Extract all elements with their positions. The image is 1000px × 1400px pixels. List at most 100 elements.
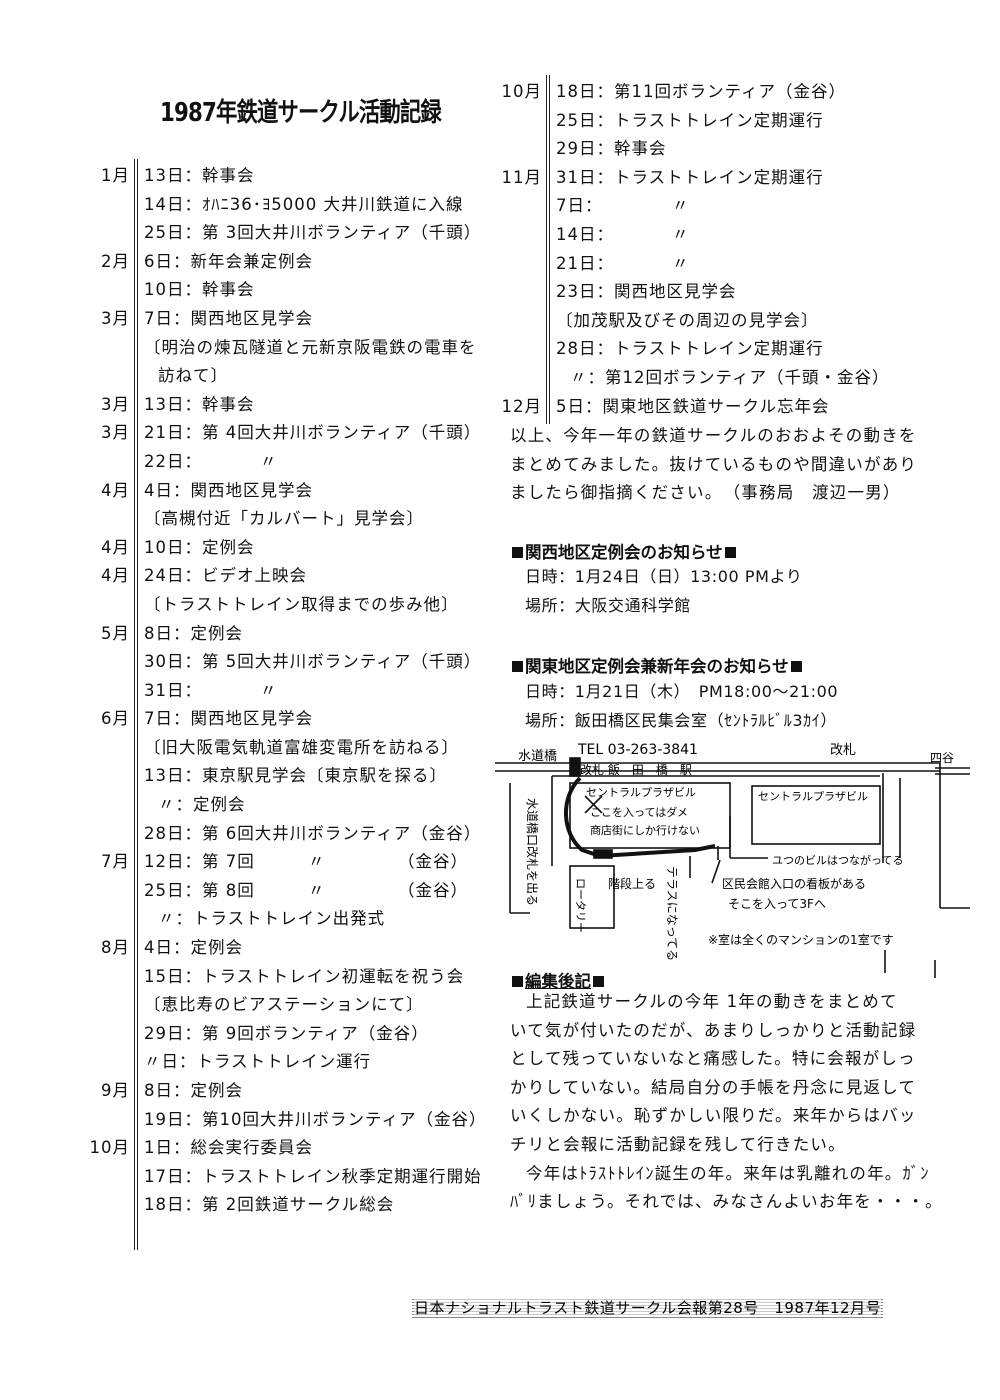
log-text: 5日：関東地区鉄道サークル忘年会 (556, 396, 830, 416)
log-entry: 〔明治の煉瓦隧道と元新京阪電鉄の電車を (140, 334, 485, 363)
log-text: 12日：第 7回 (144, 852, 255, 872)
log-month: 11月 (501, 167, 542, 187)
editor-line: ﾊﾞﾘましょう。それでは、みなさんよいお年を・・・。 (510, 1192, 943, 1212)
log-text: 〔トラストトレイン取得までの歩み他〕 (144, 594, 459, 614)
kansai-date: 日時：1月24日（日）13:00 PMより (525, 567, 803, 586)
log-month: 4月 (101, 480, 130, 500)
kanto-heading-text: 関東地区定例会兼新年会のお知らせ (525, 657, 789, 676)
map-sign-note-1: 区民会館入口の看板がある (722, 876, 866, 891)
log-ditto: 〃 (672, 253, 690, 273)
map-tel: TEL 03-263-3841 (577, 742, 698, 758)
log-text: 〔恵比寿のビアステーションにて〕 (144, 995, 424, 1015)
log-month: 10月 (89, 1138, 130, 1158)
log-ditto: 〃 (672, 224, 690, 244)
kanto-heading: 関東地区定例会兼新年会のお知らせ (510, 653, 804, 677)
kansai-heading: 関西地区定例会のお知らせ (510, 539, 738, 563)
log-entry: 14日： 〃 (552, 221, 992, 250)
log-entry: 19日：第10回大井川ボランティア（金谷） (140, 1106, 487, 1135)
editor-line: かりしていない。結局自分の手帳を丹念に見返して (510, 1077, 917, 1097)
footer-text: 日本ナショナルトラスト鉄道サークル会報第28号 1987年12月号 (414, 1299, 882, 1317)
log-text: 19日：第10回大井川ボランティア（金谷） (144, 1109, 487, 1129)
log-text: 14日： (556, 224, 614, 244)
log-ditto: 〃 (308, 880, 326, 900)
log-entry: 4月 4日：関西地区見学会 (101, 477, 485, 506)
log-text: 24日：ビデオ上映会 (144, 566, 307, 586)
log-text: 訪ねて〕 (158, 366, 228, 386)
log-entry: 31日：〃 (140, 677, 485, 706)
editor-heading: 編集後記 (510, 968, 606, 992)
log-text: 〃：第12回ボランティア（千頭・金谷） (570, 367, 890, 387)
log-text: 29日：幹事会 (556, 139, 667, 159)
square-bullet-icon (724, 547, 736, 558)
log-month: 2月 (101, 251, 130, 271)
log-entry: 〔恵比寿のビアステーションにて〕 (140, 991, 485, 1020)
log-entry: 14日：ｵﾊﾆ36･ﾖ5000 大井川鉄道に入線 (140, 191, 485, 220)
log-text: 31日：トラストトレイン定期運行 (556, 167, 824, 187)
kanto-place: 場所：飯田橋区民集会室（ｾﾝﾄﾗﾙﾋﾞﾙ3ｶｲ） (525, 710, 837, 730)
log-entry: 29日：幹事会 (552, 135, 992, 164)
map-suidobashi-exit-label: 水道橋口改札を出る (525, 798, 539, 906)
log-entry: 28日：第 6回大井川ボランティア（金谷） (140, 820, 485, 849)
footer: 日本ナショナルトラスト鉄道サークル会報第28号 1987年12月号 (412, 1297, 884, 1318)
access-map: TEL 03-263-3841 水道橋 改札 四谷 改札 飯 田 橋 駅 セント… (495, 742, 970, 978)
editor-line: いくしかない。恥ずかしい限りだ。来年からはバッ (510, 1106, 917, 1126)
log-entry: 15日：トラストトレイン初運転を祝う会 (140, 963, 485, 992)
square-bullet-icon (593, 976, 604, 987)
log-text: 7日： (556, 196, 603, 216)
log-entry: 訪ねて〕 (140, 362, 485, 391)
log-text: 4日：定例会 (144, 938, 243, 958)
log-entry: 11月 31日：トラストトレイン定期運行 (502, 164, 992, 193)
log-month: 7月 (101, 852, 130, 872)
log-month: 8月 (101, 938, 130, 958)
square-bullet-icon (512, 547, 523, 558)
log-text: 13日：幹事会 (144, 394, 255, 414)
log-entry: 8月 4日：定例会 (101, 934, 485, 963)
map-rotary-label: ロータリー (574, 878, 587, 933)
log-text: 7日：関西地区見学会 (144, 308, 313, 328)
square-bullet-icon (512, 661, 523, 672)
log-text: 8日：定例会 (144, 623, 243, 643)
summary-line: ましたら御指摘ください。 （事務局 渡辺一男） (510, 483, 901, 503)
log-text: 22日： (144, 451, 202, 471)
log-text: 〔旧大阪電気軌道富雄変電所を訪ねる〕 (144, 737, 459, 757)
log-entry: 〔旧大阪電気軌道富雄変電所を訪ねる〕 (140, 734, 485, 763)
map-suidobashi-label: 水道橋 (518, 749, 557, 764)
log-entry: 28日：トラストトレイン定期運行 (552, 335, 992, 364)
log-text: 18日：第 2回鉄道サークル総会 (144, 1195, 395, 1215)
log-entry: 10月 1日：総会実行委員会 (90, 1134, 485, 1163)
square-bullet-icon (512, 976, 523, 987)
summary-line: まとめてみました。抜けているものや間違いがあり (510, 454, 918, 474)
log-entry: 29日：第 9回ボランティア（金谷） (140, 1020, 485, 1049)
log-entry: 6月 7日：関西地区見学会 (101, 705, 485, 734)
map-note-no-entry: ここを入ってはダメ (590, 805, 688, 819)
log-text: 21日：第 4回大井川ボランティア（千頭） (144, 423, 482, 443)
log-text: 25日：トラストトレイン定期運行 (556, 110, 824, 130)
log-text: 〔明治の煉瓦隧道と元新京阪電鉄の電車を (144, 337, 477, 357)
log-entry: 〔高槻付近「カルバート」見学会〕 (140, 505, 485, 534)
log-entry: 〔加茂駅及びその周辺の見学会〕 (552, 307, 992, 336)
editor-heading-text: 編集後記 (525, 972, 591, 991)
log-entry: 25日：第 8回〃（金谷） (140, 877, 485, 906)
log-entry: 21日： 〃 (552, 250, 992, 279)
log-text: 10日：定例会 (144, 537, 255, 557)
kanto-info: 日時：1月21日（木） PM18:00〜21:00 場所：飯田橋区民集会室（ｾﾝ… (525, 678, 838, 735)
log-ditto: 〃 (308, 852, 326, 872)
log-text: 23日：関西地区見学会 (556, 282, 737, 302)
editor-line: として残っていないなと痛感した。特に会報がしっ (510, 1049, 916, 1069)
log-text: 13日：幹事会 (144, 166, 255, 185)
map-kaisatsu-label: 改札 (830, 743, 856, 758)
map-sign-note-2: そこを入って3Fへ (728, 897, 826, 911)
square-bullet-icon (790, 661, 802, 672)
log-text: 21日： (556, 253, 614, 273)
log-entry: 25日：第 3回大井川ボランティア（千頭） (140, 219, 485, 248)
editor-line: 今年はﾄﾗｽﾄﾄﾚｲﾝ誕生の年。来年は乳離れの年。ｶﾞﾝ (526, 1163, 930, 1183)
log-text: 14日：ｵﾊﾆ36･ﾖ5000 大井川鉄道に入線 (144, 194, 464, 214)
log-entry: 9月 8日：定例会 (101, 1077, 485, 1106)
log-entry: 〃日：トラストトレイン運行 (140, 1048, 485, 1077)
log-text: 8日：定例会 (144, 1081, 243, 1100)
map-central-plaza-label: セントラルプラザビル (586, 786, 696, 799)
log-text: 10日：幹事会 (144, 280, 255, 300)
